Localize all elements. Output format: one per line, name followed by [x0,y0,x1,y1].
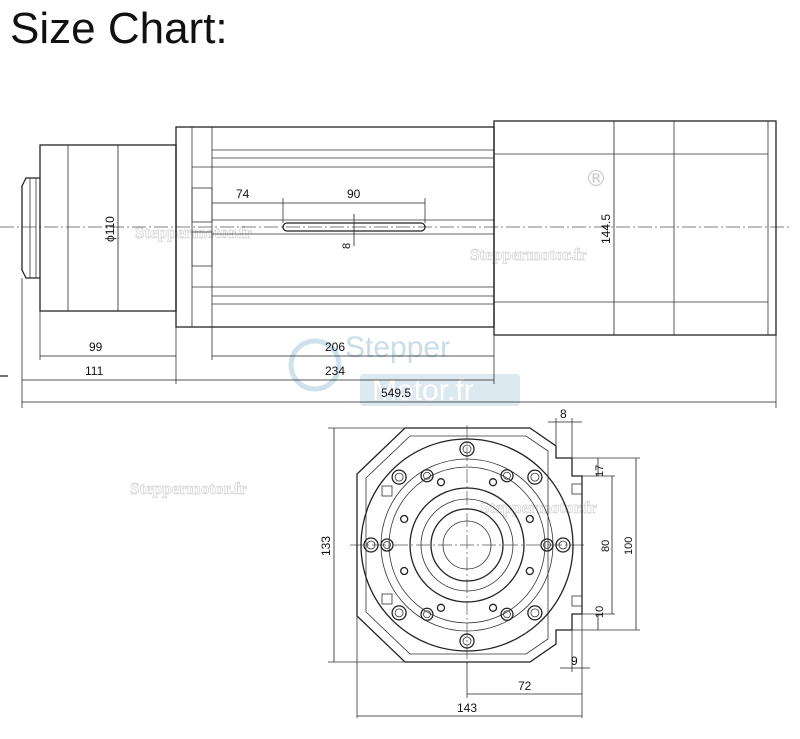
dimension-front-8: 8 [560,407,567,421]
watermark-logo-top: Stepper [345,331,450,364]
bolt-hole [436,478,446,487]
bolt-hole-inner [503,610,511,619]
dimension-72: 72 [518,679,532,693]
bolt-hole [500,607,514,621]
bolt-hole-inner [530,472,540,482]
bolt-hole [525,566,534,576]
bolt-hole [459,633,475,649]
bolt-hole [488,603,498,612]
bolt-hole [525,514,534,524]
bolt-hole-inner [383,541,391,549]
watermark-text: Steppermotor.fr [135,223,252,242]
dimension-99: 99 [89,340,103,354]
bolt-hole [363,537,379,553]
watermark-logo: Stepper Motor.fr [288,331,520,407]
dimension-9: 9 [571,654,578,668]
dimension-90: 90 [347,187,361,201]
bolt-hole [488,478,498,487]
bolt-hole-inner [558,540,568,550]
bolt-hole-pattern [363,441,571,649]
watermark-text: Steppermotor.fr [130,479,247,498]
bolt-hole [380,538,394,552]
dimension-144-5: 144.5 [599,214,613,244]
watermark-logo-band [360,374,520,406]
dimension-100: 100 [623,537,635,555]
bolt-hole-inner [394,472,404,482]
bolt-hole [391,469,407,485]
flange-outer [360,438,574,652]
bolt-hole [540,538,554,552]
bolt-hole [500,469,514,483]
bolt-hole-inner [543,541,551,549]
dimension-8: 8 [341,243,353,249]
spindle-nose [21,177,40,279]
dimension-133: 133 [319,536,333,556]
bolt-hole [459,441,475,457]
bolt-hole [400,514,409,524]
bolt-hole-inner [530,608,540,618]
registered-mark: ® [585,167,607,192]
motor-body [493,120,777,336]
dimension-80: 80 [600,540,612,552]
bolt-hole [420,607,434,621]
watermark-logo-bottom: Motor.fr [372,374,474,407]
bolt-hole [391,605,407,621]
bolt-hole-inner [503,471,511,480]
spindle-bore [430,508,504,582]
dimension-74: 74 [236,187,250,201]
bolt-hole-inner [462,636,472,646]
bolt-hole [555,537,571,553]
mounting-plate [356,427,583,663]
bolt-hole [527,469,543,485]
dimension-111: 111 [85,364,104,378]
dimension-206: 206 [325,340,345,354]
bolt-hole-inner [462,444,472,454]
watermark-group: Steppermotor.fr Steppermotor.fr Stepperm… [130,167,607,517]
bolt-hole-inner [423,610,431,619]
bolt-hole-inner [366,540,376,550]
dimension-234: 234 [325,364,345,378]
dimension-10: 10 [594,606,606,618]
front-view: 8 17 80 100 10 133 9 72 143 [319,407,640,718]
page-title: Size Chart: [10,4,228,53]
bolt-hole-inner [394,608,404,618]
bolt-hole [400,566,409,576]
bolt-hole [436,603,446,612]
side-view: ϕ110 144.5 74 90 8 99 206 111 234 549.5 [0,120,790,408]
dimension-549-5: 549.5 [381,386,411,400]
dimension-phi110: ϕ110 [103,216,117,242]
dimension-17: 17 [594,465,606,477]
watermark-text: Steppermotor.fr [470,245,587,264]
bolt-hole-inner [423,471,431,480]
gear-icon [288,338,342,392]
dimension-143: 143 [457,701,477,715]
bolt-hole [527,605,543,621]
bolt-hole [420,469,434,483]
